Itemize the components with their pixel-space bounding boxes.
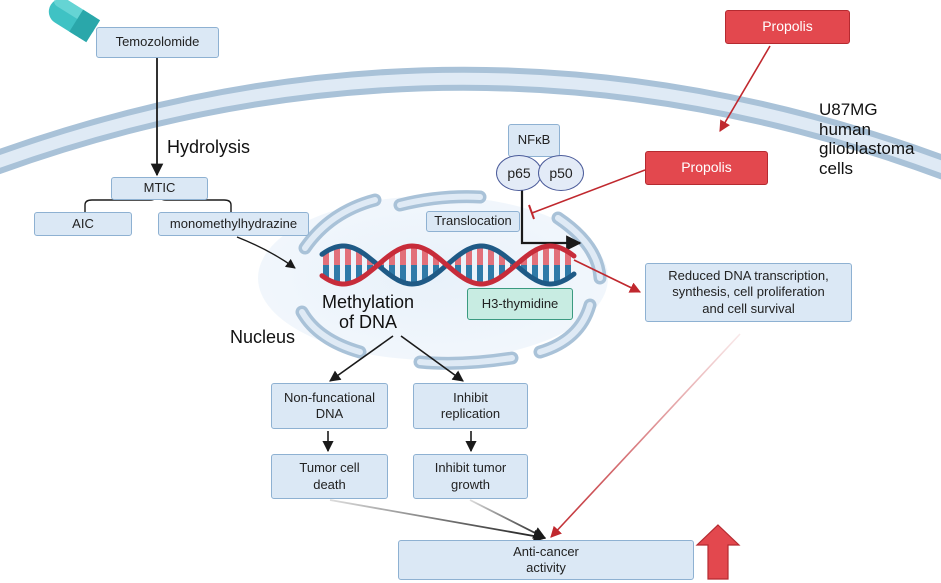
reduced-effects-label: Reduced DNA transcription, synthesis, ce… [668, 268, 829, 316]
tumor-cell-death-box: Tumor cell death [271, 454, 388, 499]
dna-base-pair-top [532, 250, 538, 265]
arrow-growth-anticancer [469, 499, 547, 539]
up-arrow-icon [695, 524, 741, 580]
dna-base-pair-top [356, 250, 362, 265]
inhibition-bar [528, 204, 535, 220]
dna-base-pair-top [477, 246, 483, 265]
cell-membrane [0, 66, 941, 180]
propolis-inside-box: Propolis [645, 151, 768, 185]
hydrolysis-label: Hydrolysis [167, 137, 251, 157]
dna-base-pair-bottom [455, 265, 461, 275]
aic-label: AIC [72, 215, 94, 231]
tumor-cell-death-label: Tumor cell death [299, 460, 360, 492]
dna-base-pair-bottom [356, 265, 362, 280]
monomethylhydrazine-box: monomethylhydrazine [158, 212, 309, 236]
nucleus-label: Nucleus [230, 327, 296, 347]
dna-base-pair-top [554, 246, 560, 265]
dna-base-pair-bottom [521, 265, 527, 272]
p65-subunit: p65 [496, 155, 542, 191]
dna-base-pair-top [521, 258, 527, 265]
dna-base-pair-top [499, 253, 505, 265]
dna-base-pair-top [488, 247, 494, 265]
translocation-box: Translocation [426, 211, 520, 232]
inhibition-propolis-translocation [531, 169, 646, 214]
dna-base-pair-top [543, 246, 549, 265]
dna-base-pair-top [345, 246, 351, 265]
dna-base-pair-bottom [334, 265, 340, 284]
non-functional-dna-label: Non-funcational DNA [283, 389, 376, 421]
dna-base-pair-bottom [400, 265, 406, 283]
h3-thymidine-label: H3-thymidine [481, 295, 559, 311]
dna-strand-red [319, 243, 577, 287]
arrow-dna-to-effects [573, 259, 642, 293]
arrow-effects-anticancer [550, 333, 741, 538]
anti-cancer-box: Anti-cancer activity [398, 540, 694, 580]
dna-base-pair-bottom [554, 265, 560, 284]
arrow-nfkb-translocation [520, 190, 582, 251]
propolis-outside-label: Propolis [762, 18, 813, 35]
methylation-label: Methylation of DNA [322, 292, 415, 332]
arrow-methylation-nonfunctional [329, 335, 394, 382]
dna-base-pair-top [411, 246, 417, 265]
reduced-effects-box: Reduced DNA transcription, synthesis, ce… [645, 263, 852, 322]
temozolomide-box: Temozolomide [96, 27, 219, 58]
inhibit-tumor-growth-label: Inhibit tumor growth [434, 460, 507, 492]
arrow-methylation-replication [400, 335, 464, 382]
arrow-death-anticancer [329, 499, 547, 543]
mtic-box: MTIC [111, 177, 208, 200]
cell-type-label: U87MG human glioblastoma cells [819, 100, 915, 178]
dna-base-pair-bottom [411, 265, 417, 284]
dna-base-pair-top [466, 248, 472, 265]
nfkb-box: NFκB [508, 124, 560, 157]
arrow-mmh-to-dna [236, 236, 296, 269]
dna-base-pair-bottom [488, 265, 494, 283]
translocation-label: Translocation [434, 213, 512, 229]
dna-helix-icon [319, 243, 577, 287]
anti-cancer-label: Anti-cancer activity [513, 543, 579, 575]
dna-base-pair-top [334, 246, 340, 265]
dna-base-pair-top [455, 255, 461, 265]
nfkb-label: NFκB [517, 132, 551, 148]
dna-base-pair-bottom [499, 265, 505, 277]
dna-base-pair-top [389, 253, 395, 265]
dna-base-pair-bottom [389, 265, 395, 277]
dna-base-pair-bottom [323, 265, 329, 279]
dna-base-pair-top [323, 251, 329, 265]
aic-box: AIC [34, 212, 132, 236]
p50-subunit: p50 [538, 155, 584, 191]
propolis-inside-label: Propolis [681, 159, 732, 176]
temozolomide-label: Temozolomide [115, 34, 200, 50]
dna-base-pair-bottom [433, 265, 439, 274]
dna-base-pair-top [565, 251, 571, 265]
monomethylhydrazine-label: monomethylhydrazine [169, 215, 298, 231]
capsule-icon [48, 0, 101, 43]
arrow-propolis-entry [719, 45, 771, 132]
p65-label: p65 [507, 165, 531, 181]
propolis-outside-box: Propolis [725, 10, 850, 44]
non-functional-dna-box: Non-funcational DNA [271, 383, 388, 429]
inhibit-tumor-growth-box: Inhibit tumor growth [413, 454, 528, 499]
dna-base-pair-bottom [367, 265, 373, 272]
dna-base-pair-top [367, 258, 373, 265]
inhibit-replication-label: Inhibit replication [440, 389, 501, 421]
dna-base-pair-bottom [477, 265, 483, 284]
dna-base-pair-top [433, 256, 439, 265]
dna-base-pair-bottom [422, 265, 428, 281]
p50-label: p50 [549, 165, 573, 181]
dna-base-pair-bottom [532, 265, 538, 280]
dna-base-pair-bottom [466, 265, 472, 282]
dna-base-pair-bottom [543, 265, 549, 284]
dna-base-pair-bottom [345, 265, 351, 284]
mtic-label: MTIC [143, 180, 176, 196]
h3-thymidine-box: H3-thymidine [467, 288, 573, 320]
dna-base-pair-top [400, 247, 406, 265]
inhibit-replication-box: Inhibit replication [413, 383, 528, 429]
dna-base-pair-bottom [565, 265, 571, 279]
dna-base-pair-top [422, 249, 428, 265]
